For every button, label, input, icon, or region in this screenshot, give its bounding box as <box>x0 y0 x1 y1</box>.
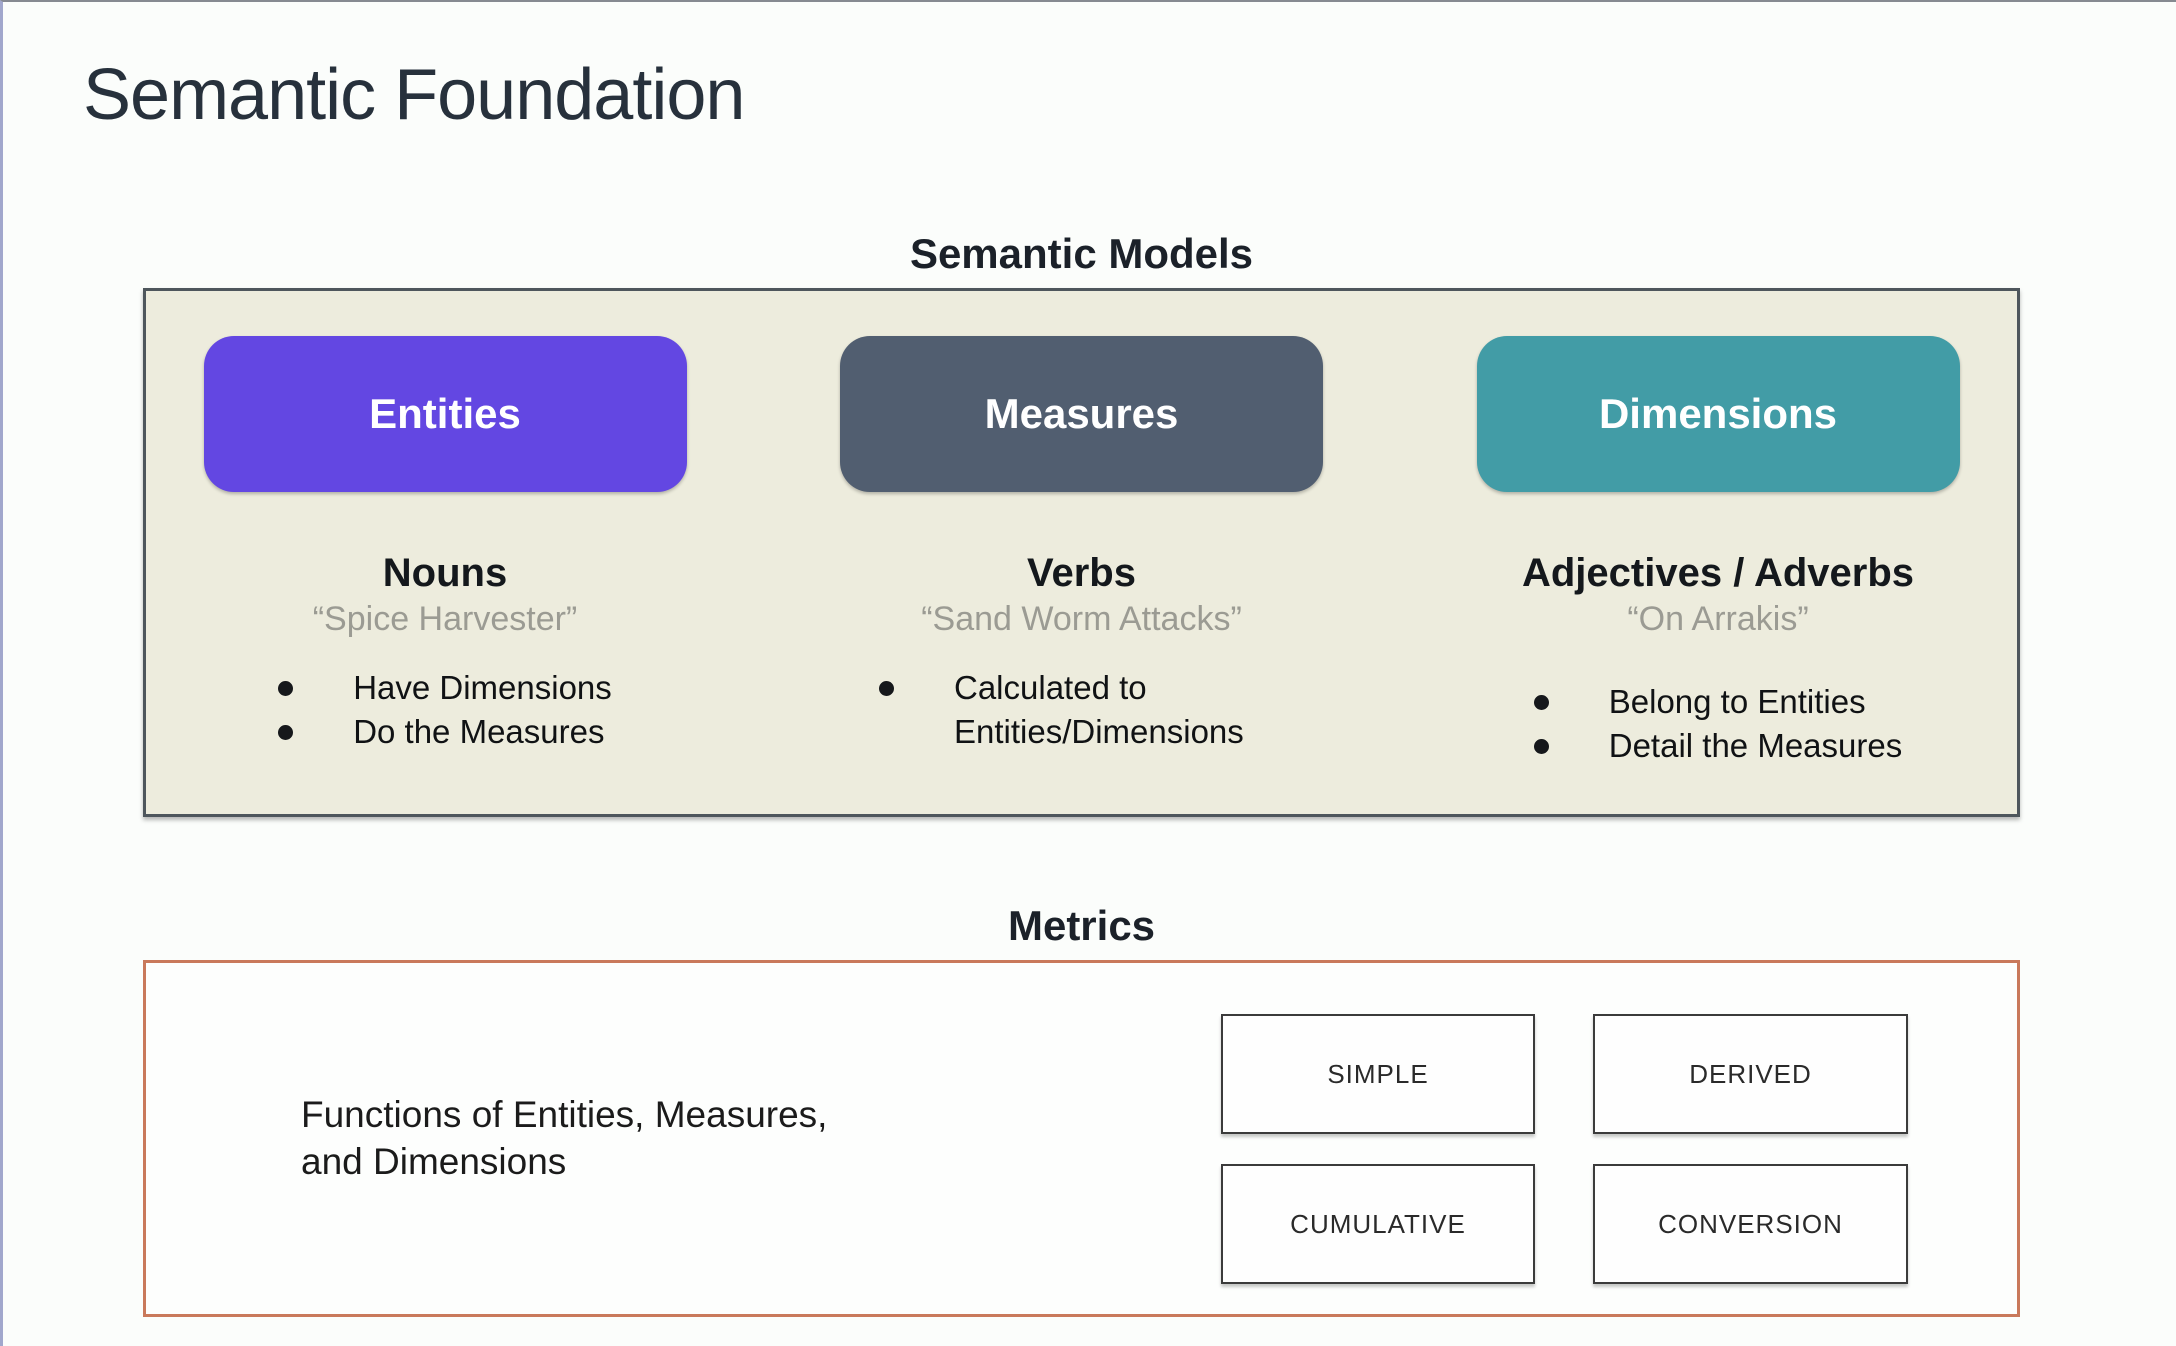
semantic-column-entities: Entities Nouns “Spice Harvester” Have Di… <box>201 291 689 814</box>
entities-bullet-list: Have Dimensions Do the Measures <box>278 666 612 754</box>
metrics-heading: Metrics <box>1007 902 1156 949</box>
bullet-text: Detail the Measures <box>1608 727 1903 764</box>
bullet-text: Do the Measures <box>353 713 605 750</box>
metric-type-grid: SIMPLE DERIVED CUMULATIVE CONVERSION <box>1221 1014 1908 1284</box>
list-item: Belong to Entities <box>1533 680 1902 724</box>
bullet-dot <box>1533 695 1549 710</box>
bullet-text: Calculated to Entities/Dimensions <box>954 669 1244 750</box>
semantic-column-dimensions: Dimensions Adjectives / Adverbs “On Arra… <box>1474 291 1962 814</box>
entities-quote: “Spice Harvester” <box>312 600 578 638</box>
measures-quote: “Sand Worm Attacks” <box>921 600 1242 638</box>
metrics-description-line: and Dimensions <box>301 1141 567 1182</box>
page-title: Semantic Foundation <box>83 55 745 135</box>
metrics-panel: Functions of Entities, Measures, and Dim… <box>143 960 2020 1317</box>
dimensions-quote: “On Arrakis” <box>1627 600 1809 638</box>
metric-type-cumulative: CUMULATIVE <box>1221 1164 1535 1284</box>
entities-subtitle: Nouns <box>382 551 508 595</box>
bullet-text: Have Dimensions <box>353 669 612 706</box>
measures-subtitle: Verbs <box>1027 551 1136 595</box>
bullet-dot <box>1533 739 1549 754</box>
bullet-text: Belong to Entities <box>1608 683 1866 720</box>
dimensions-subtitle: Adjectives / Adverbs <box>1521 551 1914 595</box>
semantic-column-measures: Measures Verbs “Sand Worm Attacks” Calcu… <box>838 291 1326 814</box>
dimensions-bullet-list: Belong to Entities Detail the Measures <box>1533 680 1903 768</box>
metrics-description-line: Functions of Entities, Measures, <box>301 1094 828 1135</box>
metric-type-derived: DERIVED <box>1593 1014 1908 1134</box>
metric-type-simple: SIMPLE <box>1221 1014 1535 1134</box>
entities-pill: Entities <box>203 336 687 492</box>
measures-pill: Measures <box>840 336 1323 492</box>
bullet-dot <box>278 681 294 696</box>
list-item: Calculated to Entities/Dimensions <box>879 666 1284 754</box>
list-item: Detail the Measures <box>1533 724 1903 768</box>
list-item: Have Dimensions <box>278 666 612 710</box>
measures-bullet-list: Calculated to Entities/Dimensions <box>879 666 1284 754</box>
list-item: Do the Measures <box>278 710 612 754</box>
bullet-dot <box>278 725 294 740</box>
semantic-models-heading: Semantic Models <box>909 230 1254 277</box>
metric-type-conversion: CONVERSION <box>1593 1164 1908 1284</box>
bullet-dot <box>879 681 894 696</box>
semantic-models-panel: Entities Nouns “Spice Harvester” Have Di… <box>143 288 2020 817</box>
dimensions-pill: Dimensions <box>1476 336 1960 492</box>
metrics-description: Functions of Entities, Measures, and Dim… <box>301 1091 827 1185</box>
